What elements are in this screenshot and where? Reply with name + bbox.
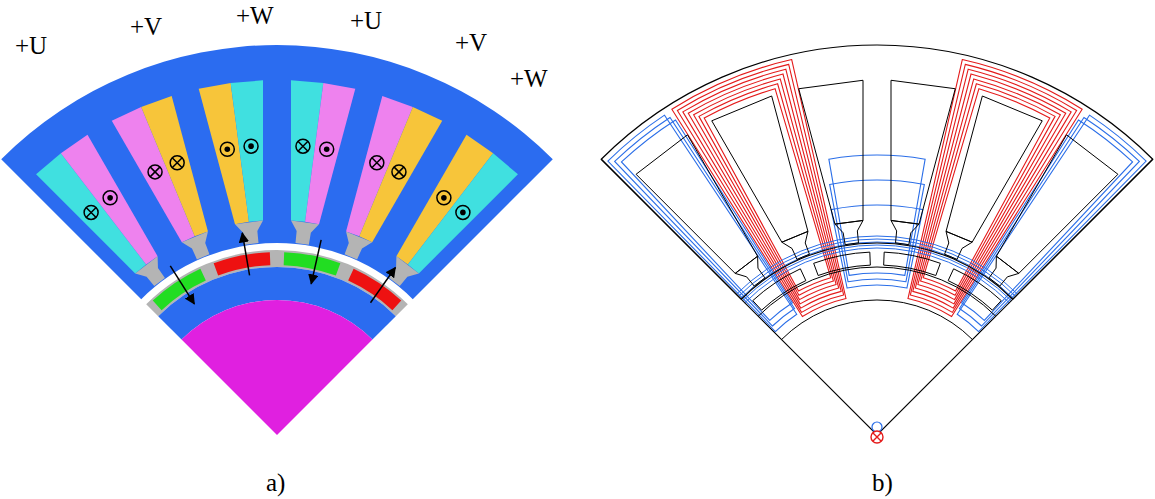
slot-outline [996,135,1118,274]
flux-line [704,89,831,291]
flux-line [962,120,1133,320]
stator-outline [601,45,1153,299]
coil-side [141,96,208,236]
flux-line [608,115,797,331]
current-symbol [320,142,334,156]
current-into [394,167,404,177]
slot-opening [291,220,319,244]
flux-line [738,239,1015,296]
phase-label: +U [350,8,382,33]
current-symbol [296,139,310,153]
phase-label: +W [510,66,548,91]
sector-boundary [601,159,1153,435]
slot-opening-outline [735,256,765,286]
magnet-outline [884,252,941,275]
slot-outline [636,135,758,274]
current-symbol [220,142,234,156]
current-symbol [370,156,384,170]
flux-line [741,242,1014,299]
magnetization-arrow [370,268,395,303]
coil-side [231,80,263,222]
current-symbol [392,165,406,179]
current-symbol [103,191,117,205]
flux-line [923,89,1050,291]
rotor-outline [758,267,996,340]
current-symbol [437,191,451,205]
coil-side [408,153,518,273]
magnetization-arrow [311,240,321,284]
panel-label: a) [266,470,285,495]
current-out [460,210,466,216]
phase-label: +V [130,14,162,39]
magnet-outline [814,252,871,275]
phase-label: +U [15,33,47,58]
flux-line [959,118,1139,327]
flux-line [830,180,925,282]
current-symbol [84,205,98,219]
slot-opening-outline [835,220,863,244]
slot-opening-outline [945,231,973,259]
slot-opening-outline [989,256,1019,286]
current-symbol [170,156,184,170]
current-out [225,146,231,152]
phase-label: +V [455,30,487,55]
flux-line [621,120,792,320]
magnet-outline [753,269,806,310]
current-into [372,158,382,168]
flux-line [831,205,923,288]
current-into [86,207,96,217]
current-into [172,158,182,168]
current-symbol [456,205,470,219]
flux-line [736,236,1017,294]
slot-opening [182,231,210,259]
current-marker [871,431,883,443]
phase-label: +W [236,3,274,28]
coil-side [305,83,355,224]
current-out [441,195,447,201]
magnetization-arrow [242,233,249,275]
current-symbol [148,165,162,179]
current-symbol [244,139,258,153]
slot-outline [946,96,1042,242]
panel-label: b) [872,470,893,495]
current-out [324,146,330,152]
slot-opening-outline [782,231,810,259]
slot-outline [891,80,955,224]
flux-line [615,118,795,327]
flux-line [829,155,925,275]
slot-opening [235,220,263,244]
magnetization-arrow [170,266,194,304]
current-out [248,143,254,149]
slot-outline [712,96,808,242]
magnet-outline [948,269,1001,310]
current-into [150,167,160,177]
current-out [107,195,113,201]
slot-opening-outline [891,220,919,244]
current-into [298,141,308,151]
slot-outline [799,80,863,224]
current-marker-cross [873,433,881,441]
shaft [182,300,373,435]
slot-opening [345,231,373,259]
flux-line [743,245,1012,301]
flux-line [957,115,1146,331]
slot-opening [135,256,165,286]
